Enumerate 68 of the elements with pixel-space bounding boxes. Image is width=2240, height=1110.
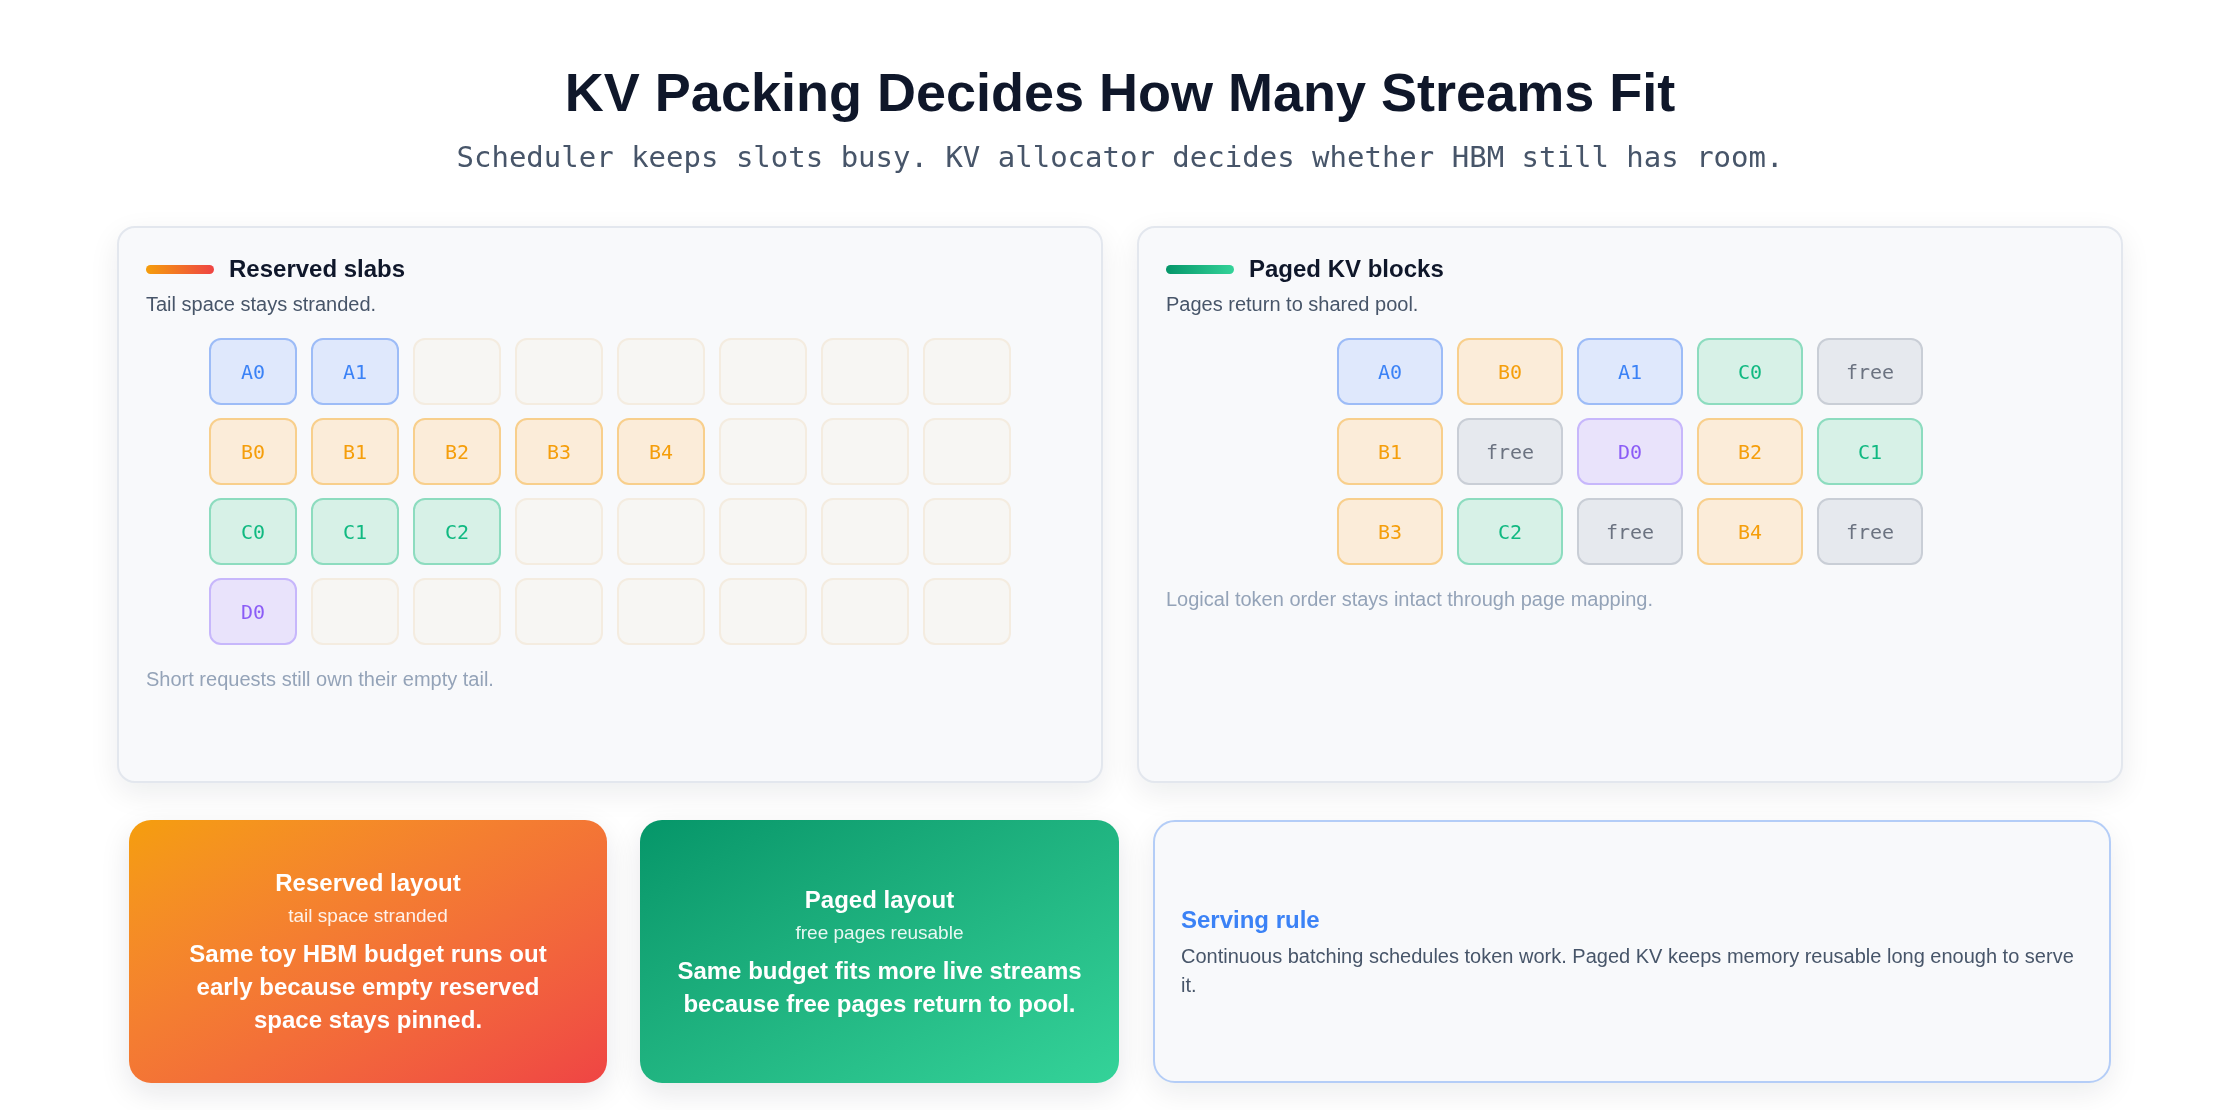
- panel-note: Logical token order stays intact through page mapping.: [1166, 588, 1653, 610]
- kv-block: B0: [1457, 338, 1563, 405]
- card-subtitle: free pages reusable: [795, 920, 964, 945]
- panel-subtitle: Pages return to shared pool.: [1166, 293, 1419, 315]
- card-heading: Reserved layout: [275, 868, 461, 898]
- card-heading: Serving rule: [1181, 904, 1321, 935]
- card-body: Same toy HBM budget runs out early because empty reserved space stays pinned.: [188, 939, 548, 1035]
- summary-card: [640, 820, 1119, 1083]
- empty-slot: [821, 498, 909, 565]
- kv-block: B3: [1337, 498, 1443, 565]
- empty-slot: [923, 578, 1011, 645]
- kv-block: A1: [311, 338, 399, 405]
- kv-block: free: [1817, 498, 1923, 565]
- empty-slot: [515, 578, 603, 645]
- kv-block: A0: [209, 338, 297, 405]
- empty-slot: [617, 338, 705, 405]
- empty-slot: [515, 338, 603, 405]
- kv-block: free: [1457, 418, 1563, 485]
- kv-block: B4: [617, 418, 705, 485]
- empty-slot: [413, 578, 501, 645]
- panel-heading: Reserved slabs: [229, 254, 406, 284]
- empty-slot: [413, 338, 501, 405]
- empty-slot: [719, 418, 807, 485]
- panel-heading: Paged KV blocks: [1249, 254, 1444, 284]
- kv-block: C1: [311, 498, 399, 565]
- empty-slot: [719, 578, 807, 645]
- kv-block: free: [1577, 498, 1683, 565]
- kv-block: C0: [1697, 338, 1803, 405]
- kv-block: A0: [1337, 338, 1443, 405]
- kv-block: C2: [1457, 498, 1563, 565]
- empty-slot: [719, 498, 807, 565]
- empty-slot: [515, 498, 603, 565]
- kv-block: B1: [1337, 418, 1443, 485]
- kv-block: C0: [209, 498, 297, 565]
- kv-block: B0: [209, 418, 297, 485]
- kv-block: C2: [413, 498, 501, 565]
- card-subtitle: tail space stranded: [288, 904, 448, 928]
- empty-slot: [923, 418, 1011, 485]
- panel-note: Short requests still own their empty tail.: [146, 668, 494, 690]
- kv-block: A1: [1577, 338, 1683, 405]
- diagram-title: KV Packing Decides How Many Streams Fit: [564, 61, 1676, 124]
- kv-block: B4: [1697, 498, 1803, 565]
- panel-card: [117, 226, 1103, 783]
- kv-block: B2: [413, 418, 501, 485]
- empty-slot: [923, 498, 1011, 565]
- kv-block: C1: [1817, 418, 1923, 485]
- empty-slot: [617, 498, 705, 565]
- kv-block: free: [1817, 338, 1923, 405]
- empty-slot: [821, 418, 909, 485]
- panel-subtitle: Tail space stays stranded.: [146, 293, 377, 315]
- empty-slot: [923, 338, 1011, 405]
- kv-block: D0: [1577, 418, 1683, 485]
- kv-block: D0: [209, 578, 297, 645]
- empty-slot: [719, 338, 807, 405]
- panel-card: [1137, 226, 2123, 783]
- rule-card: [1153, 820, 2111, 1083]
- empty-slot: [311, 578, 399, 645]
- kv-block: B3: [515, 418, 603, 485]
- kv-block: B1: [311, 418, 399, 485]
- empty-slot: [617, 578, 705, 645]
- card-heading: Paged layout: [804, 884, 955, 915]
- card-body: Same budget fits more live streams because free pages return to pool.: [676, 955, 1083, 1019]
- diagram-subtitle: Scheduler keeps slots busy. KV allocator decides whether HBM still has room.: [456, 139, 1784, 176]
- empty-slot: [821, 578, 909, 645]
- empty-slot: [821, 338, 909, 405]
- kv-block: B2: [1697, 418, 1803, 485]
- summary-card: [129, 820, 607, 1083]
- card-body: Continuous batching schedules token work. Paged KV keeps memory reusable long enough to serve it.: [1181, 943, 2075, 998]
